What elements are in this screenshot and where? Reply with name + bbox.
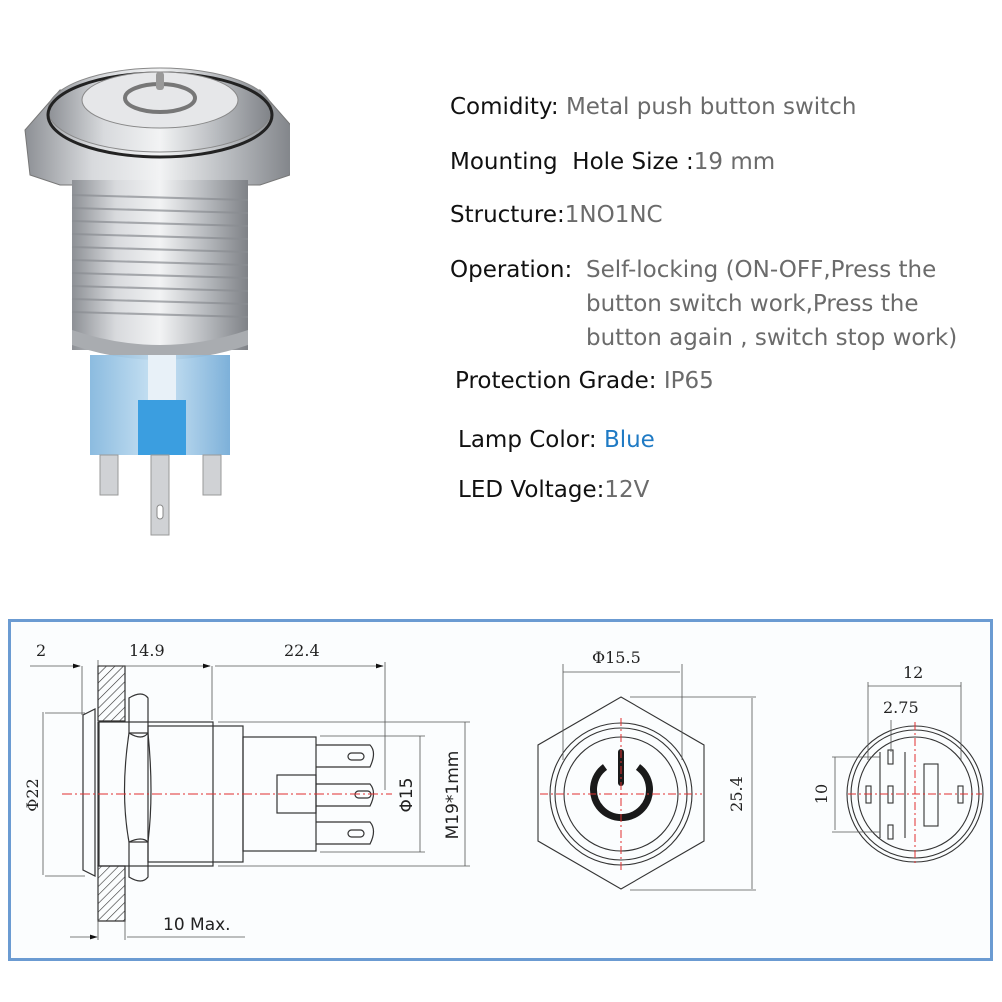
- spec-value: IP65: [663, 368, 714, 394]
- spec-row-structure: Structure:1NO1NC: [450, 198, 663, 232]
- operation-line-1: Self-locking (ON-OFF,Press the: [586, 257, 937, 283]
- dim-base-width: 12: [903, 663, 923, 682]
- operation-description: Self-locking (ON-OFF,Press the button sw…: [586, 253, 957, 355]
- dim-body-length: 14.9: [129, 641, 165, 660]
- operation-line-2: button switch work,Press the: [586, 291, 919, 317]
- spec-key: Structure:: [450, 202, 565, 228]
- dim-base-diameter: Φ15: [397, 777, 417, 812]
- spec-row-hole-size: Mounting Hole Size :19 mm: [450, 145, 775, 179]
- dim-flange-thickness: 2: [36, 641, 46, 660]
- dim-flange-diameter: Φ22: [23, 778, 42, 811]
- dim-button-diameter: Φ15.5: [592, 648, 641, 667]
- spec-row-protection-grade: Protection Grade: IP65: [455, 364, 714, 398]
- spec-value: 12V: [604, 477, 650, 503]
- spec-value: 19 mm: [693, 149, 776, 175]
- spec-row-led-voltage: LED Voltage:12V: [458, 473, 649, 507]
- spec-key: Operation:: [450, 257, 573, 283]
- spec-value: Metal push button switch: [565, 94, 857, 120]
- spec-value: 1NO1NC: [564, 202, 663, 228]
- spec-row-lamp-color: Lamp Color: Blue: [458, 423, 655, 457]
- spec-value: Blue: [603, 427, 655, 453]
- product-photo: [20, 60, 296, 550]
- technical-drawing-frame: [8, 619, 993, 961]
- dim-panel-max: 10 Max.: [163, 915, 231, 935]
- operation-line-3: button again , switch stop work): [586, 325, 958, 351]
- dim-terminal-length: 22.4: [284, 641, 320, 660]
- side-view: [82, 665, 375, 922]
- spec-row-operation: Operation:: [450, 253, 572, 287]
- spec-key: Protection Grade:: [455, 368, 657, 394]
- spec-key: Comidity:: [450, 94, 559, 120]
- spec-key: LED Voltage:: [458, 477, 605, 503]
- spec-row-comidity: Comidity: Metal push button switch: [450, 90, 856, 124]
- spec-key: Mounting Hole Size :: [450, 149, 694, 175]
- dim-thread-size: M19*1mm: [443, 751, 463, 840]
- dim-pin-span: 10: [812, 784, 831, 804]
- spec-key: Lamp Color:: [458, 427, 597, 453]
- dim-pin-spacing: 2.75: [883, 698, 919, 717]
- dim-nut-width: 25.4: [727, 776, 746, 812]
